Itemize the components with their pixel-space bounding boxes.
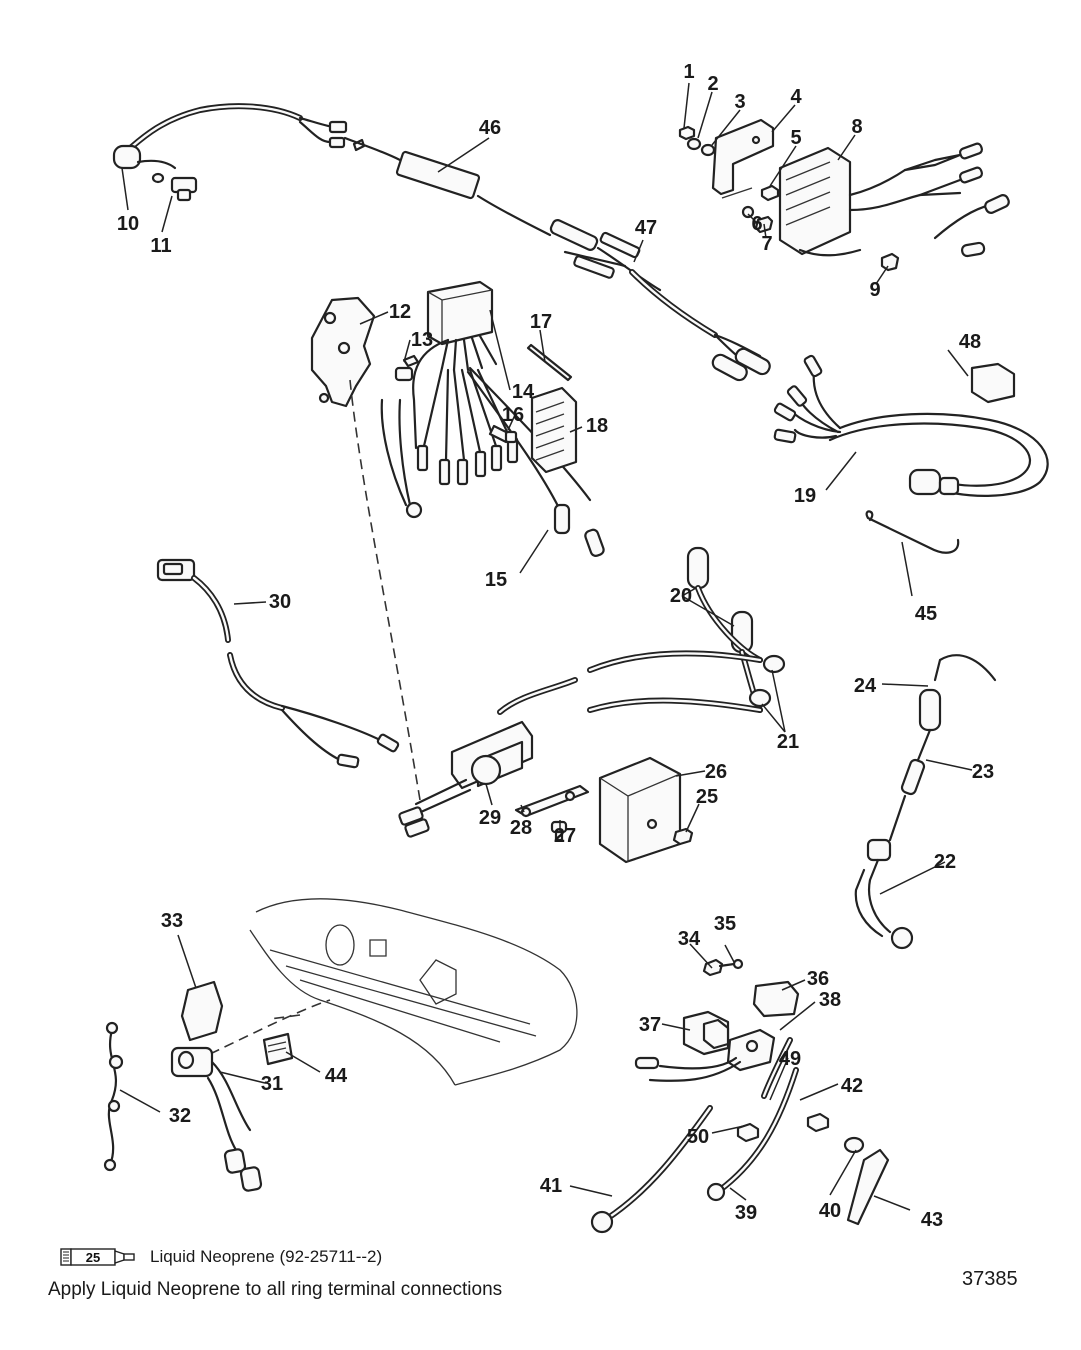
callout-13: 13 — [411, 329, 433, 351]
main-harness-extension — [563, 231, 771, 382]
callout-20: 20 — [670, 585, 692, 607]
callout-39: 39 — [735, 1202, 757, 1224]
stop-switch-harness — [170, 1046, 263, 1192]
sealant-tube-number: 25 — [86, 1250, 100, 1265]
ground-screw — [488, 424, 518, 444]
ignition-coil — [398, 720, 534, 838]
callout-41: 41 — [540, 1175, 562, 1197]
callout-8: 8 — [851, 116, 862, 138]
callout-33: 33 — [161, 910, 183, 932]
starter-solenoid — [634, 1028, 776, 1082]
callout-36: 36 — [807, 968, 829, 990]
callout-12: 12 — [389, 301, 411, 323]
battery-harness — [156, 558, 400, 769]
wire-lead — [466, 366, 605, 557]
callout-32: 32 — [169, 1105, 191, 1127]
callout-45: 45 — [915, 603, 937, 625]
callout-14: 14 — [512, 381, 535, 403]
callout-10: 10 — [117, 213, 139, 235]
leader-lines — [119, 82, 973, 1211]
callout-40: 40 — [819, 1200, 841, 1222]
callout-50: 50 — [687, 1126, 709, 1148]
callout-25: 25 — [696, 786, 718, 808]
sensor-harness — [773, 354, 1049, 497]
callout-31: 31 — [261, 1073, 283, 1095]
callout-4: 4 — [790, 86, 802, 108]
callout-43: 43 — [921, 1209, 943, 1231]
callout-48: 48 — [959, 331, 981, 353]
solenoid-hardware — [702, 958, 744, 977]
solenoid-boots — [682, 980, 800, 1056]
boot-cap — [970, 362, 1016, 404]
ground-lead — [854, 654, 997, 950]
voltage-regulator — [778, 142, 1010, 272]
callout-42: 42 — [841, 1075, 863, 1097]
callout-15: 15 — [485, 569, 507, 591]
terminal-nuts — [736, 1112, 890, 1226]
callout-38: 38 — [819, 989, 841, 1011]
callout-18: 18 — [586, 415, 608, 437]
callout-17: 17 — [530, 311, 552, 333]
figure-number: 37385 — [962, 1268, 1018, 1290]
callout-6: 6 — [751, 213, 762, 235]
battery-cables — [590, 1037, 799, 1234]
cable-tie — [526, 343, 573, 382]
coil-screw — [550, 820, 568, 842]
decal-plate — [262, 1032, 294, 1066]
engine-lower-housing — [209, 898, 578, 1086]
callout-labels: 1 2 3 4 5 6 7 8 9 10 11 12 13 14 15 16 1… — [117, 61, 994, 1231]
callout-47: 47 — [635, 217, 657, 239]
lanyard-cord — [103, 1021, 124, 1172]
callout-24: 24 — [854, 675, 877, 697]
coil-cover — [598, 756, 694, 864]
callout-7: 7 — [761, 233, 772, 255]
cdm-mounting-bracket — [310, 296, 376, 408]
sealant-legend: 25 Liquid Neoprene (92-25711--2) — [60, 1246, 382, 1268]
high-tension-leads — [497, 546, 763, 715]
harness-clip — [180, 980, 224, 1042]
callout-21: 21 — [777, 731, 799, 753]
terminal-strip — [530, 386, 578, 474]
callout-34: 34 — [678, 928, 701, 950]
decal-dashed-line — [269, 1014, 301, 1020]
application-note: Apply Liquid Neoprene to all ring termin… — [48, 1279, 503, 1300]
callout-29: 29 — [479, 807, 501, 829]
callout-28: 28 — [510, 817, 532, 839]
callout-23: 23 — [972, 761, 994, 783]
sealant-tube-icon: 25 — [60, 1248, 135, 1266]
callout-5: 5 — [790, 127, 801, 149]
coil-bracket — [514, 784, 590, 818]
assembly-dashed-line — [349, 379, 421, 801]
callout-22: 22 — [934, 851, 956, 873]
callout-49: 49 — [779, 1048, 801, 1070]
callout-11: 11 — [150, 235, 171, 257]
callout-3: 3 — [734, 91, 745, 113]
sensor-wire-assembly — [112, 103, 348, 184]
pressure-switch — [170, 176, 198, 202]
callout-9: 9 — [869, 279, 880, 301]
callout-37: 37 — [639, 1014, 661, 1036]
switch-box-cdm — [380, 280, 519, 519]
callout-30: 30 — [269, 591, 291, 613]
callout-19: 19 — [794, 485, 816, 507]
callout-2: 2 — [707, 73, 718, 95]
rectifier-module-harness — [343, 136, 599, 251]
callout-27: 27 — [554, 825, 576, 847]
parts-diagram: 1 2 3 4 5 6 7 8 9 10 11 12 13 14 15 16 1… — [103, 61, 1049, 1234]
callout-44: 44 — [325, 1065, 348, 1087]
regulator-hardware — [678, 118, 780, 234]
callout-26: 26 — [705, 761, 727, 783]
callout-1: 1 — [683, 61, 694, 83]
retaining-clip — [865, 510, 960, 554]
sealant-name: Liquid Neoprene (92-25711--2) — [150, 1247, 383, 1266]
callout-35: 35 — [714, 913, 736, 935]
callout-46: 46 — [479, 117, 501, 139]
callout-16: 16 — [502, 404, 524, 426]
cdm-screw — [394, 354, 420, 382]
grommet-clamp — [748, 654, 786, 708]
